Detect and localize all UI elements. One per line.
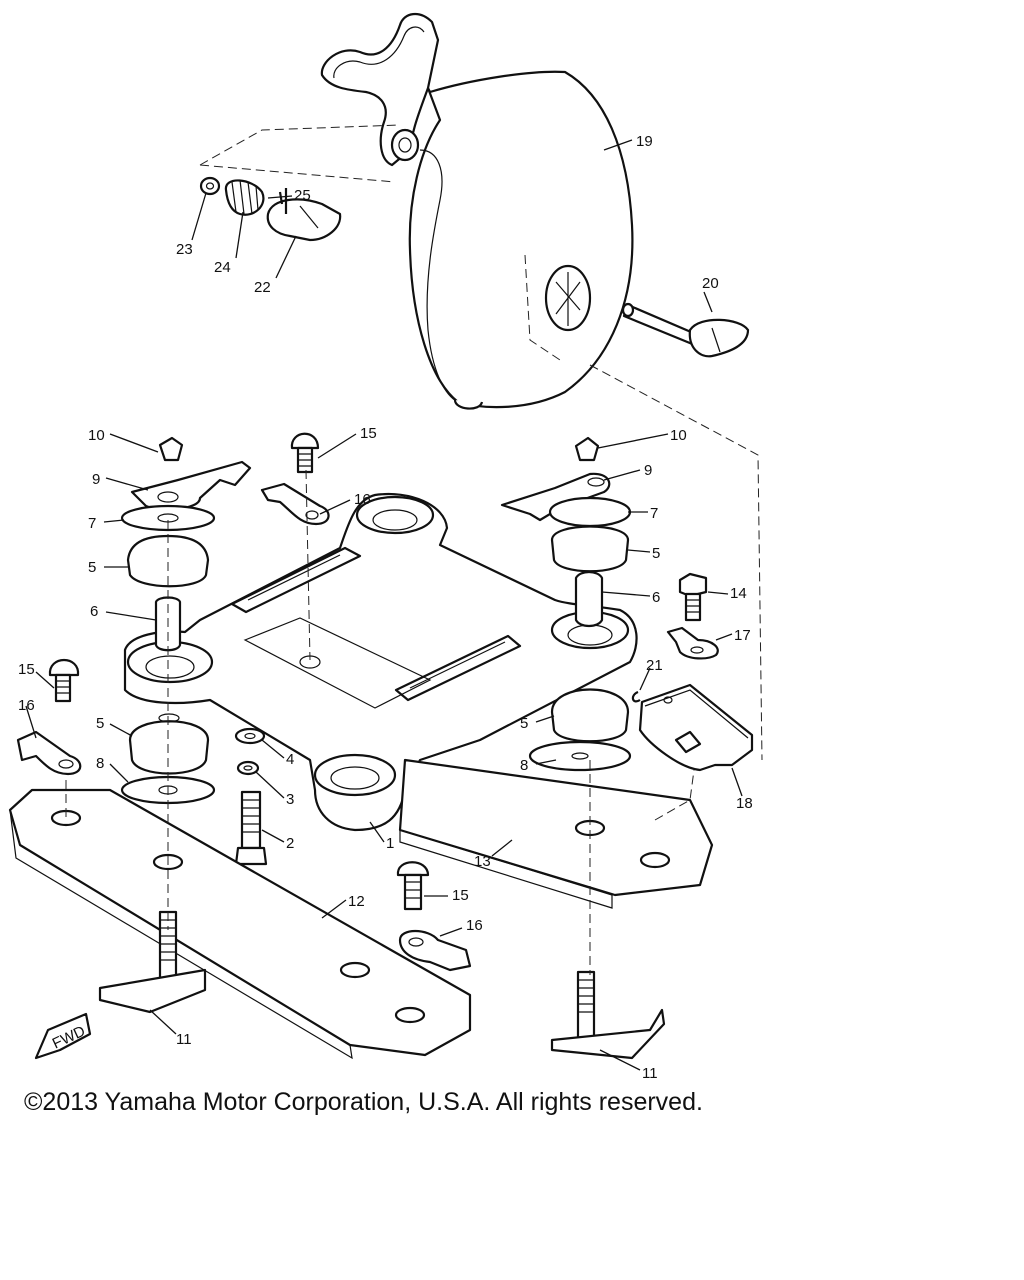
- bolt-15-top: [290, 432, 320, 474]
- callout-4: 4: [286, 751, 294, 768]
- callout-23: 23: [176, 241, 193, 258]
- callout-3: 3: [286, 791, 294, 808]
- callout-5-left-top: 5: [88, 559, 96, 576]
- right-front-mount: [500, 436, 632, 628]
- callout-17: 17: [734, 627, 751, 644]
- callout-7-right: 7: [650, 505, 658, 522]
- callout-25: 25: [294, 187, 311, 204]
- clip-21: [631, 690, 641, 703]
- callout-6-right: 6: [652, 589, 660, 606]
- leader-lines: [25, 139, 743, 1071]
- callout-19: 19: [636, 133, 653, 150]
- callout-10-right: 10: [670, 427, 687, 444]
- callout-20: 20: [702, 275, 719, 292]
- stud-plate-right: [550, 970, 666, 1060]
- left-front-mount: [120, 436, 252, 652]
- callout-6-left: 6: [90, 603, 98, 620]
- callout-15-left: 15: [18, 661, 35, 678]
- callout-2: 2: [286, 835, 294, 852]
- callout-18: 18: [736, 795, 753, 812]
- callout-5-left-bottom: 5: [96, 715, 104, 732]
- right-rail: [398, 758, 714, 909]
- callout-5-right-bottom: 5: [520, 715, 528, 732]
- fan-shroud: [320, 13, 634, 410]
- callout-13: 13: [474, 853, 491, 870]
- callout-16-left: 16: [18, 697, 35, 714]
- callout-15-lower: 15: [452, 887, 469, 904]
- fan-shroud-pin: [621, 302, 750, 358]
- callout-9-left: 9: [92, 471, 100, 488]
- left-rear-mount: [16, 659, 216, 805]
- washer-17: [666, 626, 719, 660]
- left-rail: [8, 788, 472, 1060]
- callout-15-top: 15: [360, 425, 377, 442]
- callout-22: 22: [254, 279, 271, 296]
- callout-numbers: 19 25 23 24 22 20 10 15 9 16 7 5 6 15 16…: [18, 133, 753, 1080]
- callout-14: 14: [730, 585, 747, 602]
- exploded-parts-diagram: FWD: [8, 13, 763, 1080]
- right-rear-mount: [528, 688, 632, 772]
- callout-16-top: 16: [354, 491, 371, 508]
- callout-11-left: 11: [176, 1031, 192, 1048]
- callout-8-left: 8: [96, 755, 104, 772]
- forward-arrow-icon: FWD: [34, 1012, 92, 1060]
- callout-24: 24: [214, 259, 231, 276]
- callout-9-right: 9: [644, 462, 652, 479]
- callout-21: 21: [646, 657, 663, 674]
- callout-5-right-top: 5: [652, 545, 660, 562]
- adjuster-knob-assembly: [199, 176, 342, 242]
- callout-8-right: 8: [520, 757, 528, 774]
- callout-1: 1: [386, 835, 394, 852]
- callout-7-left: 7: [88, 515, 96, 532]
- clamp-16-lower: [398, 929, 472, 972]
- bolt-washers-2-3-4: [234, 727, 268, 866]
- engine-mount-bracket: [123, 492, 638, 832]
- clamp-16-top: [260, 482, 330, 526]
- bolt-14: [678, 572, 708, 622]
- callout-10-left: 10: [88, 427, 105, 444]
- callout-16-lower: 16: [466, 917, 483, 934]
- callout-11-right: 11: [642, 1065, 658, 1080]
- bolt-15-lower: [396, 861, 430, 911]
- copyright-notice: ©2013 Yamaha Motor Corporation, U.S.A. A…: [24, 1088, 703, 1116]
- callout-12: 12: [348, 893, 365, 910]
- bracket-18: [638, 683, 754, 772]
